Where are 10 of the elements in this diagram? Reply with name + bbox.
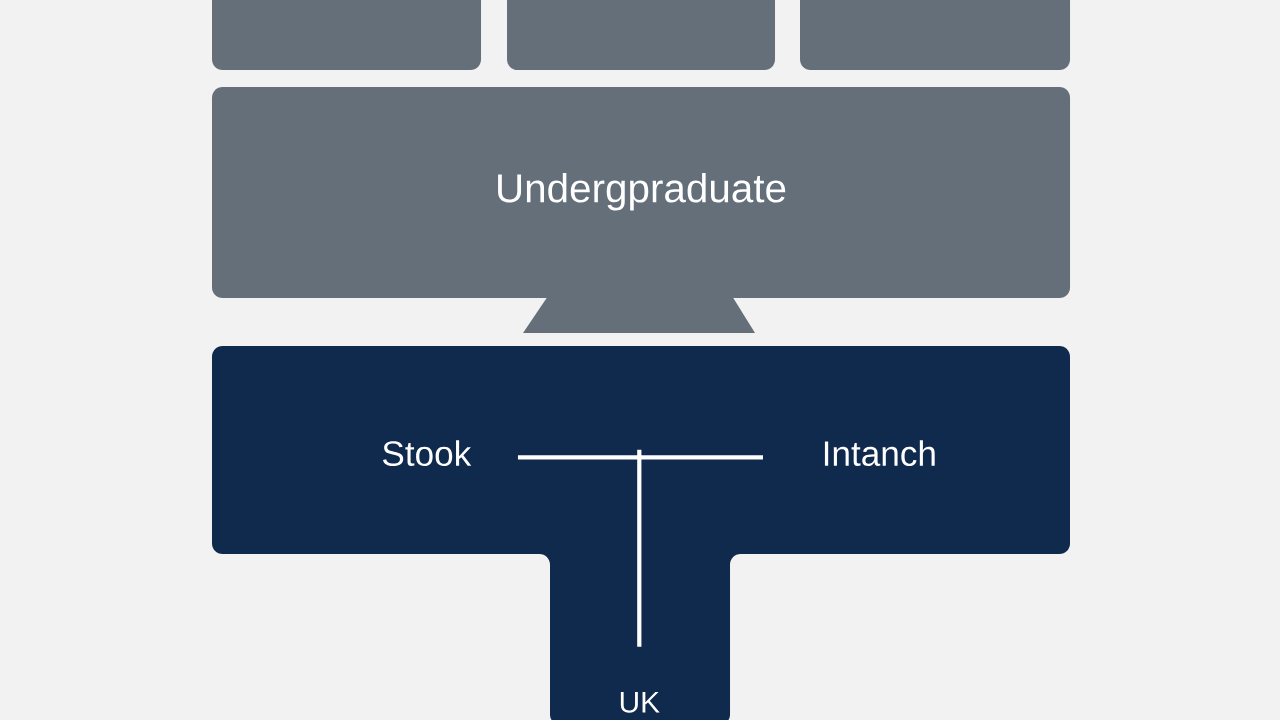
- top-box: [800, 0, 1071, 70]
- t-shaped-panel: [212, 346, 1071, 720]
- branch-label: Intanch: [824, 440, 935, 467]
- connector-line: [637, 449, 642, 647]
- top-box: [212, 0, 481, 70]
- stem-label: UK: [620, 691, 660, 713]
- branch-label: Stook: [382, 440, 472, 467]
- top-box: [507, 0, 775, 70]
- connector-tab: [523, 296, 755, 333]
- connector-line: [517, 455, 763, 460]
